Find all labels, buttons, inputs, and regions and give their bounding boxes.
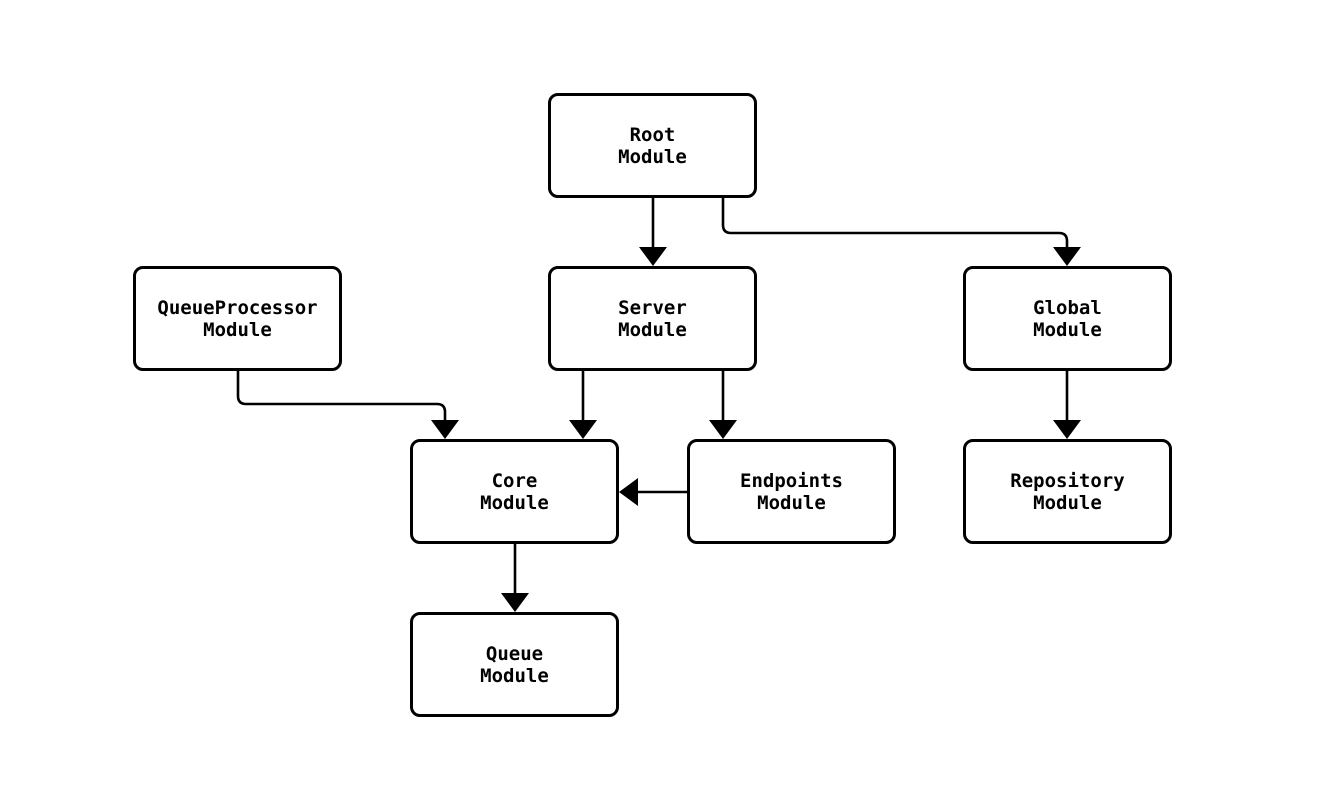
node-queueprocessor-module-label: QueueProcessor Module	[157, 296, 318, 341]
edge-root-to-global	[721, 198, 1081, 266]
edge-server-to-endpoints	[709, 371, 737, 439]
node-server-module: Server Module	[548, 266, 757, 371]
arrowhead	[569, 420, 597, 439]
edge-root-to-server	[639, 198, 667, 266]
edge-queueprocessor-to-core	[236, 371, 459, 439]
node-endpoints-module-label: Endpoints Module	[740, 469, 843, 514]
edge-global-to-repository	[1053, 371, 1081, 439]
node-repository-module-label: Repository Module	[1010, 469, 1125, 514]
node-global-module-label: Global Module	[1033, 296, 1102, 341]
arrowhead	[709, 420, 737, 439]
node-queue-module-label: Queue Module	[480, 642, 549, 687]
arrowhead	[619, 478, 638, 506]
arrowhead	[431, 420, 459, 439]
node-repository-module: Repository Module	[963, 439, 1172, 544]
arrowhead	[501, 593, 529, 612]
edge-core-to-queue	[501, 544, 529, 612]
node-server-module-label: Server Module	[618, 296, 687, 341]
node-queue-module: Queue Module	[410, 612, 619, 717]
arrowhead	[1053, 420, 1081, 439]
edge-endpoints-to-core	[619, 478, 687, 506]
node-endpoints-module: Endpoints Module	[687, 439, 896, 544]
node-global-module: Global Module	[963, 266, 1172, 371]
arrowhead	[1053, 247, 1081, 266]
node-root-module: Root Module	[548, 93, 757, 198]
node-core-module: Core Module	[410, 439, 619, 544]
node-core-module-label: Core Module	[480, 469, 549, 514]
node-root-module-label: Root Module	[618, 123, 687, 168]
node-queueprocessor-module: QueueProcessor Module	[133, 266, 342, 371]
edge-server-to-core	[569, 371, 597, 439]
arrowhead	[639, 247, 667, 266]
